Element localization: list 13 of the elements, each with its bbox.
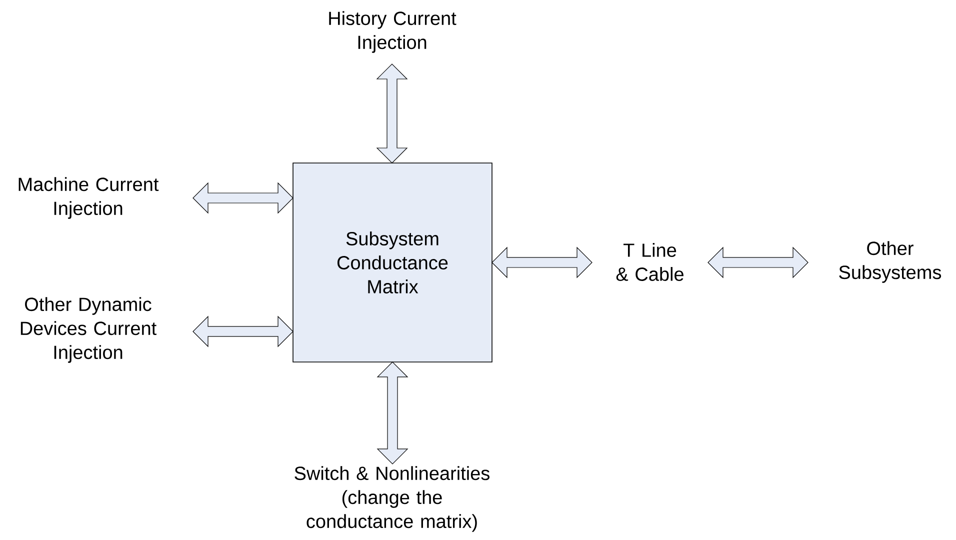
double-arrow	[376, 64, 408, 164]
label-text: Other Dynamic Devices Current Injection	[20, 297, 156, 363]
double-arrow	[492, 246, 592, 278]
double-arrow	[192, 182, 294, 214]
label-text: History Current Injection	[329, 11, 456, 53]
matrix-box: Subsystem Conductance Matrix	[292, 162, 492, 362]
label-text: Other Subsystems	[839, 241, 942, 283]
label-text: Switch & Nonlinearities (change the conductance matrix)	[294, 466, 490, 532]
double-arrow	[376, 362, 408, 464]
label-text: T Line & Cable	[616, 243, 684, 281]
label-text: Machine Current Injection	[18, 177, 159, 219]
double-arrow	[192, 316, 294, 348]
double-arrow	[708, 246, 808, 278]
